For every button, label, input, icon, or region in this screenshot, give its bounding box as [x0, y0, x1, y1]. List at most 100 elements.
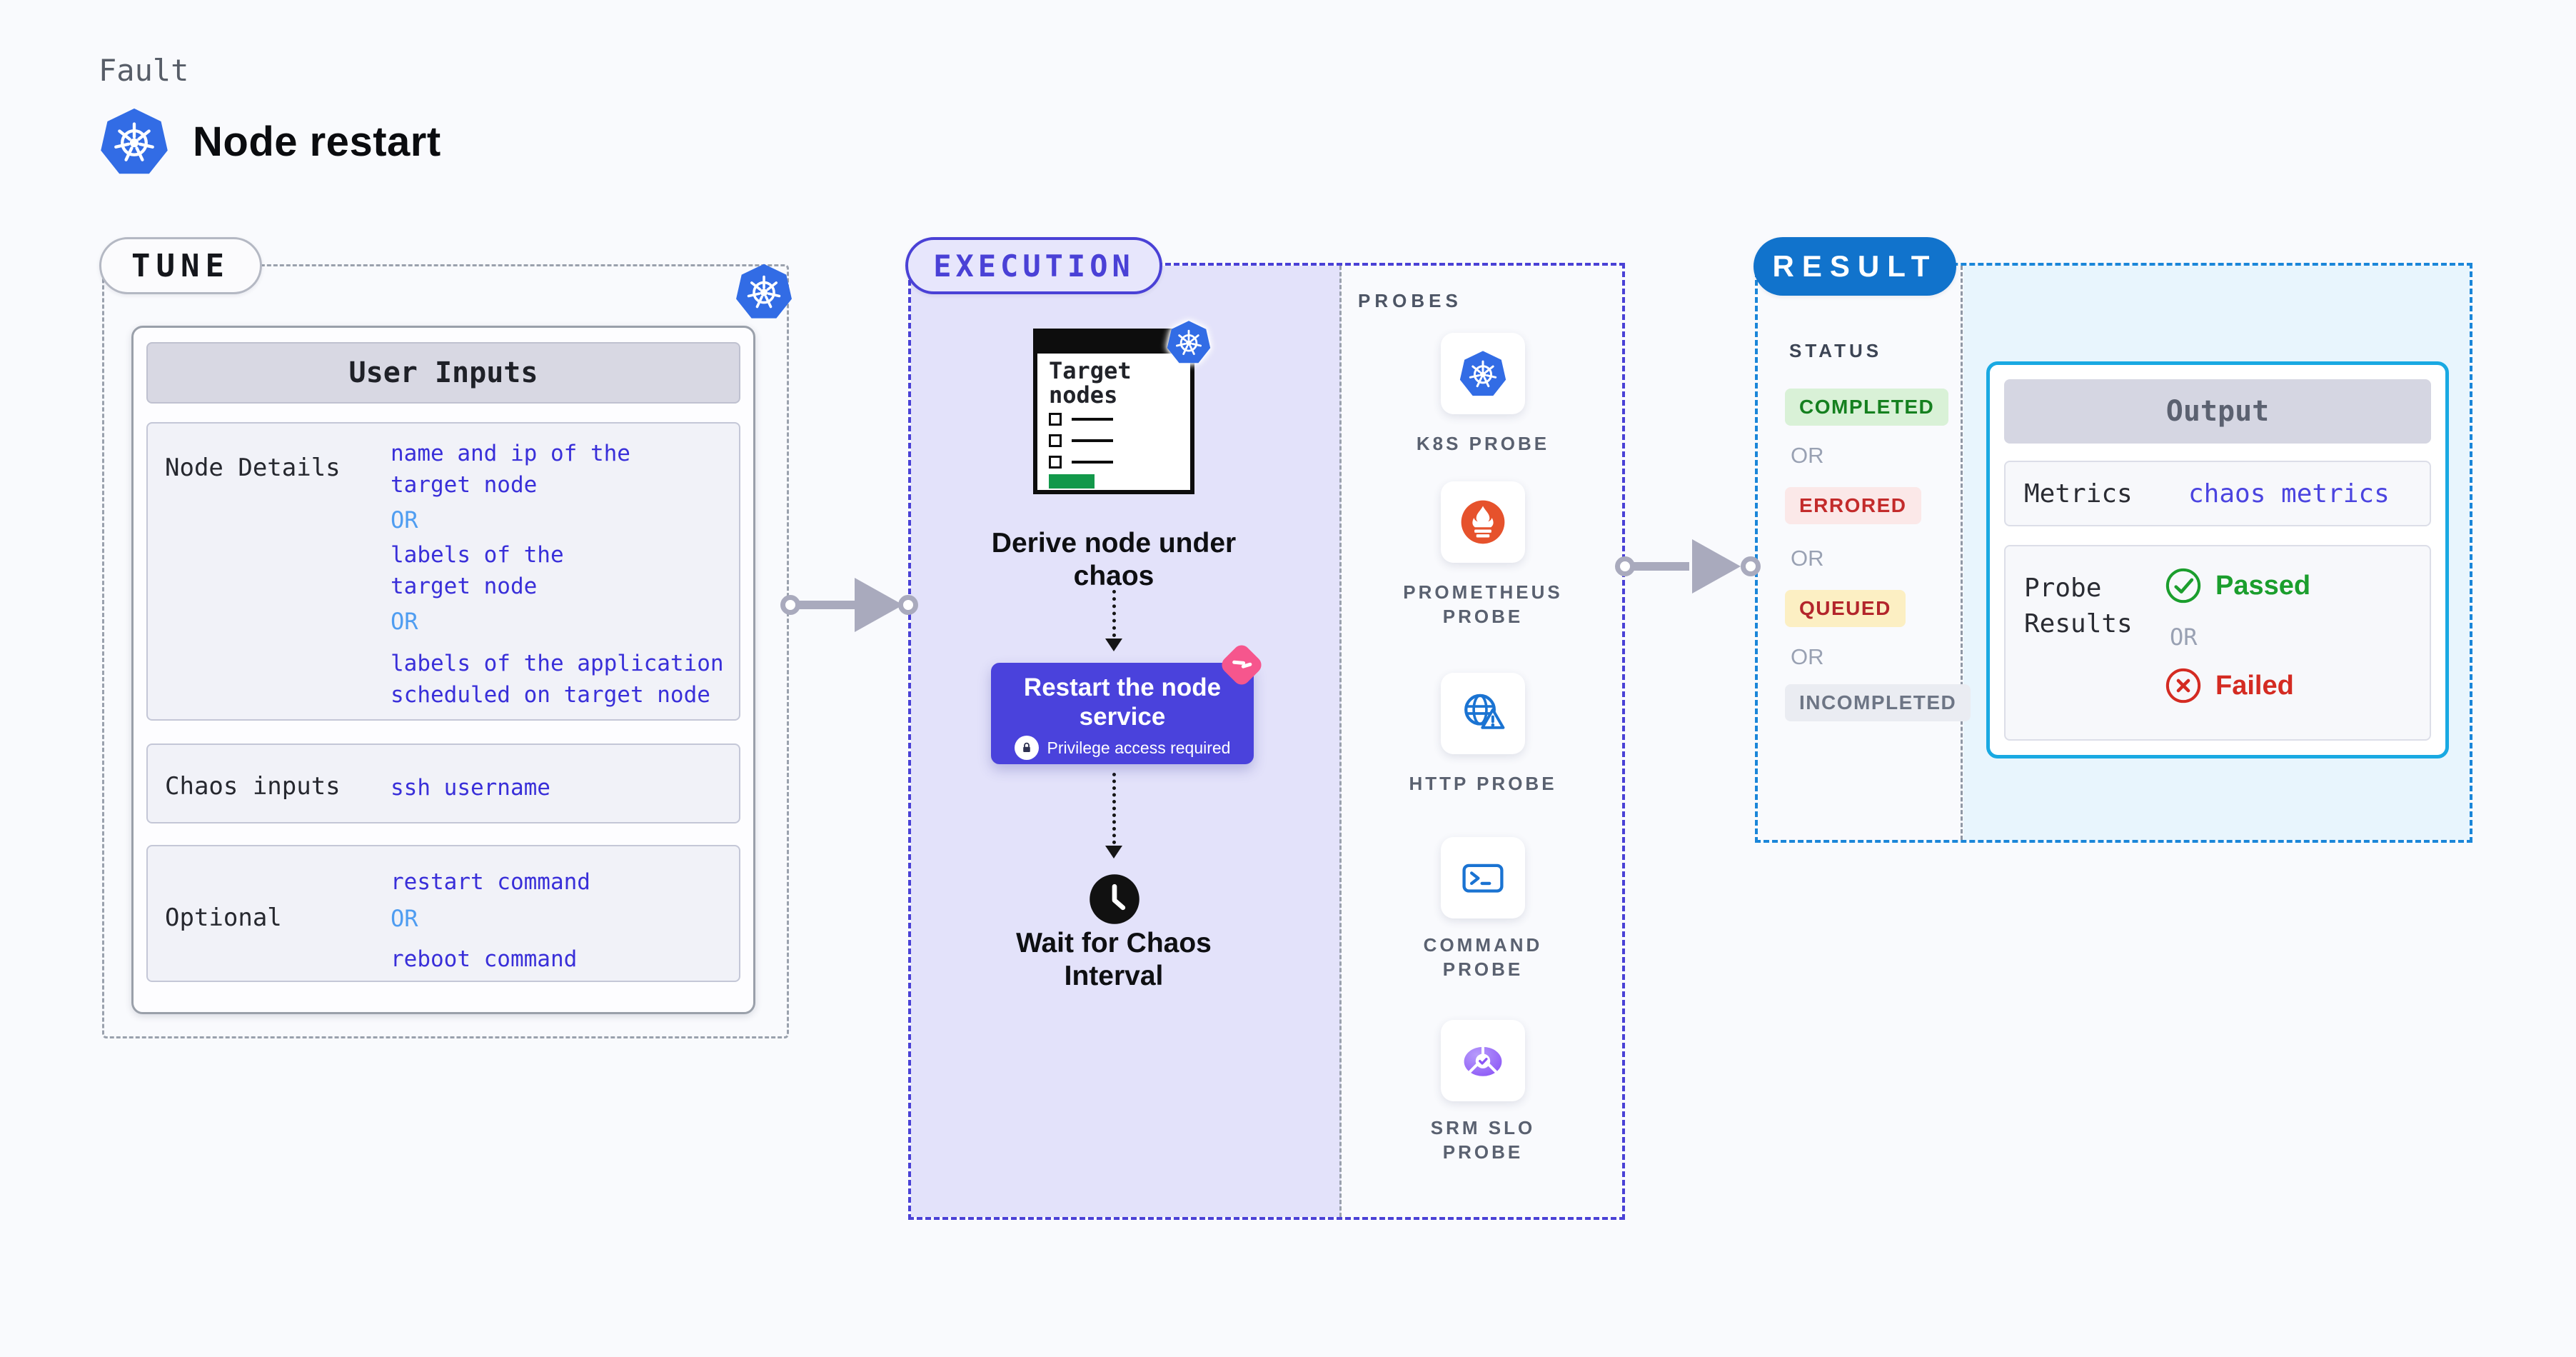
value-text: reboot command	[391, 946, 578, 972]
derive-node-label: Derive node under chaos	[991, 528, 1237, 591]
connector-dot	[898, 595, 918, 615]
arrow-right-icon	[1625, 562, 1689, 571]
status-badge-queued: QUEUED	[1785, 590, 1906, 627]
dotted-connector	[1112, 773, 1116, 844]
prometheus-probe-card	[1441, 481, 1525, 563]
connector-dot	[780, 595, 800, 615]
restart-node-service-step: Restart the node service Privilege acces…	[991, 663, 1254, 764]
status-badge-completed: COMPLETED	[1785, 389, 1949, 426]
execution-badge: EXECUTION	[905, 237, 1162, 294]
kubernetes-icon	[1459, 350, 1506, 397]
wait-chaos-interval-label: Wait for Chaos Interval	[1016, 928, 1212, 991]
arrow-down-icon	[1105, 639, 1122, 651]
arrow-head-icon	[855, 578, 903, 632]
output-card: Output Metrics chaos metrics Probe Resul…	[1986, 361, 2449, 758]
http-globe-alert-icon	[1459, 690, 1506, 737]
page-title-text: Node restart	[193, 118, 441, 165]
srm-slo-probe-card	[1441, 1020, 1525, 1101]
restart-step-title: Restart the node service	[1023, 674, 1222, 731]
row-label: Optional	[165, 903, 282, 932]
line	[1072, 418, 1113, 421]
or-separator: OR	[391, 608, 418, 635]
page-title: Node restart	[100, 107, 441, 176]
privilege-note: Privilege access required	[991, 736, 1254, 760]
probe-results-row: Probe Results Passed OR Failed	[2004, 545, 2431, 741]
tune-badge: TUNE	[99, 237, 262, 294]
target-nodes-title: Target nodes	[1049, 357, 1132, 409]
row-values: name and ip of the target node OR labels…	[391, 424, 733, 711]
checklist-item	[1049, 413, 1113, 426]
checkbox-icon	[1049, 413, 1062, 426]
table-row-node-details: Node Details name and ip of the target n…	[146, 422, 740, 721]
status-title: STATUS	[1789, 340, 1883, 361]
value-text: name and ip of the target node	[391, 441, 630, 498]
tune-section-border	[102, 264, 789, 1038]
status-badge-incompleted: INCOMPLETED	[1785, 684, 1971, 721]
or-separator: OR	[391, 905, 418, 932]
kubernetes-icon	[100, 107, 168, 176]
checkbox-icon	[1049, 434, 1062, 447]
probe-label: HTTP PROBE	[1409, 773, 1557, 794]
command-probe-card	[1441, 837, 1525, 918]
green-button-shape	[1049, 474, 1095, 489]
terminal-icon	[1459, 854, 1506, 901]
kubernetes-icon	[1167, 320, 1211, 364]
http-probe-card	[1441, 673, 1525, 754]
or-separator: OR	[1791, 546, 1824, 571]
arrow-down-icon	[1105, 846, 1122, 858]
probes-divider	[1339, 266, 1342, 1217]
probes-title: PROBES	[1358, 290, 1462, 311]
row-label: Chaos inputs	[165, 772, 341, 801]
passed-text: Passed	[2215, 570, 2311, 601]
result-section-border	[1755, 263, 2472, 843]
or-separator: OR	[2170, 624, 2198, 651]
row-values: restart command OR reboot command	[391, 846, 733, 975]
lock-icon	[1014, 736, 1039, 760]
user-inputs-card: User Inputs Node Details name and ip of …	[131, 326, 755, 1014]
probe-label: COMMAND PROBE	[1423, 934, 1543, 980]
probe-results-values: Passed OR Failed	[2164, 566, 2310, 705]
probe-label: K8S PROBE	[1416, 433, 1550, 454]
probe-label: PROMETHEUS PROBE	[1403, 581, 1563, 627]
metrics-label: Metrics	[2024, 479, 2133, 509]
target-nodes-checklist-icon: Target nodes	[1033, 329, 1194, 494]
failed-line: Failed	[2164, 666, 2310, 705]
result-badge: RESULT	[1754, 237, 1956, 296]
connector-dot	[1615, 556, 1635, 576]
status-divider	[1961, 266, 1963, 840]
connector-dot	[1741, 556, 1761, 576]
value-text: ssh username	[391, 775, 550, 801]
metrics-value: chaos metrics	[2188, 479, 2390, 509]
x-circle-icon	[2164, 666, 2203, 705]
kubernetes-icon	[735, 263, 793, 320]
or-separator: OR	[391, 506, 418, 534]
prometheus-icon	[1461, 500, 1505, 544]
dotted-connector	[1112, 590, 1116, 637]
value-text: restart command	[391, 869, 590, 895]
row-label: Node Details	[165, 454, 341, 482]
privilege-note-text: Privilege access required	[1047, 738, 1231, 757]
probe-label: SRM SLO PROBE	[1430, 1117, 1536, 1163]
execution-section-border	[908, 263, 1625, 1220]
value-text: labels of the application scheduled on t…	[391, 651, 724, 708]
arrow-right-icon	[790, 601, 859, 609]
arrow-head-icon	[1692, 539, 1741, 594]
srm-slo-gauge-icon	[1462, 1045, 1504, 1078]
or-separator: OR	[1791, 443, 1824, 468]
fault-eyebrow: Fault	[99, 53, 189, 88]
checkbox-icon	[1049, 456, 1062, 469]
value-text: labels of the target node	[391, 542, 564, 599]
checklist-item	[1049, 456, 1113, 469]
or-separator: OR	[1791, 644, 1824, 669]
line	[1072, 461, 1113, 464]
output-title: Output	[2004, 379, 2431, 444]
checklist-item	[1049, 434, 1113, 447]
window-bar	[1037, 332, 1191, 354]
status-badge-errored: ERRORED	[1785, 487, 1921, 524]
row-values: ssh username	[391, 745, 733, 803]
check-circle-icon	[2164, 566, 2203, 605]
user-inputs-title: User Inputs	[146, 342, 740, 404]
table-row-chaos-inputs: Chaos inputs ssh username	[146, 743, 740, 823]
clock-icon	[1088, 873, 1141, 926]
